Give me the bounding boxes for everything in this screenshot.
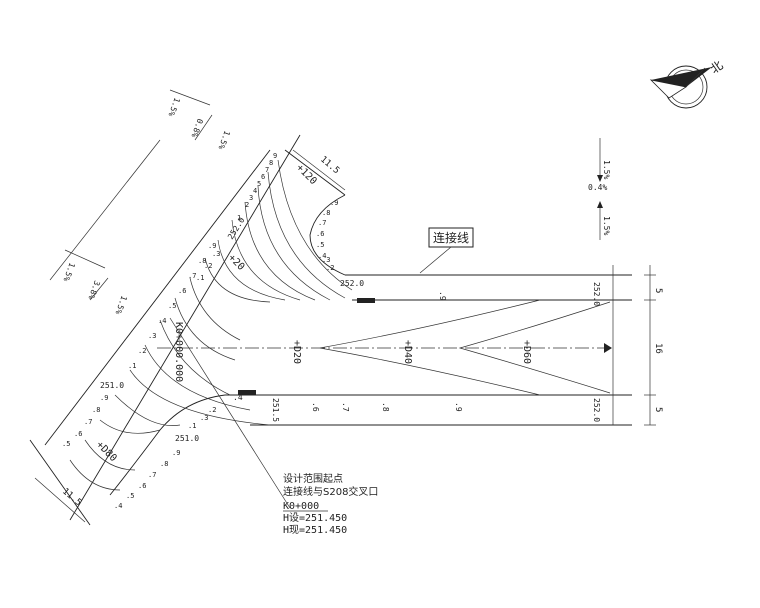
svg-text:5: 5 (653, 288, 663, 293)
svg-text:1.5%: 1.5% (166, 96, 181, 117)
svg-text:+120: +120 (294, 162, 319, 187)
svg-text:.5: .5 (62, 440, 70, 448)
svg-text:.5: .5 (316, 241, 324, 249)
tick-labels: .9 .4 .6 .7 .8 .9 9 8 7 6 5 4 3 2 1 .9 .… (62, 152, 463, 510)
svg-text:9: 9 (273, 152, 277, 160)
svg-text:251.0: 251.0 (175, 434, 199, 443)
north-arrow-icon (649, 65, 712, 109)
svg-text:.6: .6 (311, 402, 320, 412)
svg-text:.6: .6 (74, 430, 82, 438)
station-labels: K0+000.000 +D20 +D40 +D60 +120 +20 +D80 (94, 162, 532, 464)
svg-text:.4: .4 (318, 252, 326, 260)
svg-text:.2: .2 (204, 262, 212, 270)
svg-text:.8: .8 (160, 460, 168, 468)
svg-text:连接线与S208交叉口: 连接线与S208交叉口 (283, 485, 378, 498)
svg-text:+D20: +D20 (291, 340, 302, 364)
svg-text:.2: .2 (138, 347, 146, 355)
svg-text:.2: .2 (208, 406, 216, 414)
svg-text:.7: .7 (188, 272, 196, 280)
main-road (157, 265, 632, 426)
svg-text:8: 8 (269, 159, 273, 167)
svg-text:6: 6 (261, 173, 265, 181)
svg-text:.9: .9 (100, 394, 108, 402)
marker-block-bottom (238, 390, 256, 395)
svg-text:1.5%: 1.5% (602, 216, 611, 235)
design-note: 设计范围起点 连接线与S208交叉口 K0+000 H设=251.450 H现=… (283, 472, 378, 536)
svg-text:.8: .8 (92, 406, 100, 414)
svg-text:.9: .9 (172, 449, 180, 457)
svg-text:1.5%: 1.5% (216, 129, 231, 150)
svg-text:0.4%: 0.4% (588, 183, 607, 192)
slope-annotations: 1.5% 0.4% 1.5% 1.5% 0.8% 1.5% 1.5% 3.8% … (61, 89, 611, 316)
svg-text:.3: .3 (212, 250, 220, 258)
svg-text:1: 1 (237, 214, 241, 222)
svg-text:.6: .6 (178, 287, 186, 295)
svg-text:.1: .1 (196, 274, 204, 282)
svg-text:.5: .5 (168, 302, 176, 310)
svg-text:H设=251.450: H设=251.450 (283, 512, 347, 524)
svg-text:3.8%: 3.8% (86, 279, 101, 300)
svg-text:.4: .4 (114, 502, 122, 510)
label-box-text: 连接线 (433, 230, 469, 245)
svg-text:252.0: 252.0 (592, 282, 601, 306)
svg-text:.6: .6 (316, 230, 324, 238)
svg-text:251.5: 251.5 (271, 398, 280, 422)
svg-text:4: 4 (253, 187, 257, 195)
svg-text:K0+000.000: K0+000.000 (173, 322, 184, 382)
north-label: 北 (708, 58, 726, 76)
svg-text:7: 7 (265, 166, 269, 174)
contour-lines (319, 299, 611, 396)
svg-text:.8: .8 (381, 402, 390, 412)
svg-text:.7: .7 (318, 219, 326, 227)
svg-text:H现=251.450: H现=251.450 (283, 524, 347, 536)
svg-text:.9: .9 (438, 291, 447, 301)
svg-text:.9: .9 (454, 402, 463, 412)
svg-text:.3: .3 (200, 414, 208, 422)
marker-block-top (357, 298, 375, 303)
svg-text:.4: .4 (233, 393, 243, 402)
svg-text:11.5: 11.5 (60, 487, 83, 509)
svg-text:.3: .3 (148, 332, 156, 340)
svg-text:1.5%: 1.5% (61, 261, 76, 282)
svg-text:.1: .1 (128, 362, 136, 370)
svg-text:5: 5 (653, 407, 663, 412)
dimensions: 5 16 5 11.5 11.5 (34, 149, 663, 523)
svg-text:设计范围起点: 设计范围起点 (283, 472, 343, 485)
svg-text:5: 5 (257, 180, 261, 188)
svg-text:251.0: 251.0 (100, 381, 124, 390)
svg-text:+D60: +D60 (521, 340, 532, 364)
svg-text:2: 2 (245, 201, 249, 209)
svg-text:11.5: 11.5 (318, 155, 341, 177)
svg-text:3: 3 (249, 194, 253, 202)
svg-text:.8: .8 (322, 209, 330, 217)
svg-text:.2: .2 (326, 264, 334, 272)
svg-text:1.5%: 1.5% (602, 160, 611, 179)
svg-text:.9: .9 (330, 199, 338, 207)
svg-text:.6: .6 (138, 482, 146, 490)
svg-text:.9: .9 (208, 242, 216, 250)
svg-text:+D40: +D40 (402, 340, 413, 364)
svg-text:.5: .5 (126, 492, 134, 500)
svg-text:.1: .1 (188, 422, 196, 430)
svg-text:0.8%: 0.8% (189, 117, 204, 138)
svg-text:16: 16 (653, 343, 663, 354)
svg-text:252.0: 252.0 (340, 279, 364, 288)
svg-text:.3: .3 (322, 256, 330, 264)
side-arm (29, 134, 353, 526)
svg-text:.7: .7 (148, 471, 156, 479)
svg-text:.7: .7 (341, 402, 350, 412)
svg-text:K0+000: K0+000 (283, 501, 319, 512)
svg-text:1.5%: 1.5% (113, 294, 128, 315)
svg-text:.4: .4 (158, 317, 166, 325)
svg-text:252.0: 252.0 (592, 398, 601, 422)
svg-text:+D80: +D80 (94, 439, 119, 464)
svg-text:.8: .8 (198, 257, 206, 265)
svg-text:.7: .7 (84, 418, 92, 426)
